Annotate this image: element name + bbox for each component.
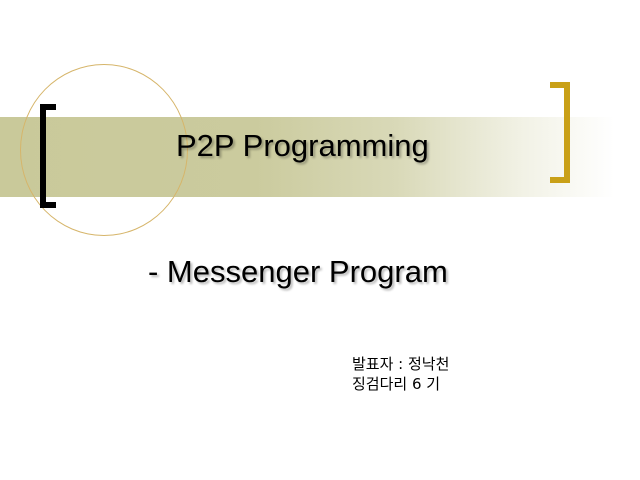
- decorative-circle: [20, 64, 188, 236]
- left-bracket-icon: [40, 104, 56, 208]
- presenter-group: 징검다리 6 기: [352, 375, 441, 393]
- right-bracket-icon: [550, 82, 570, 183]
- slide-subtitle: - Messenger Program: [148, 254, 448, 289]
- presenter-name: 발표자 : 정낙천: [352, 355, 450, 373]
- presenter-info: 발표자 : 정낙천 징검다리 6 기: [352, 354, 449, 394]
- slide-title: P2P Programming: [176, 128, 429, 163]
